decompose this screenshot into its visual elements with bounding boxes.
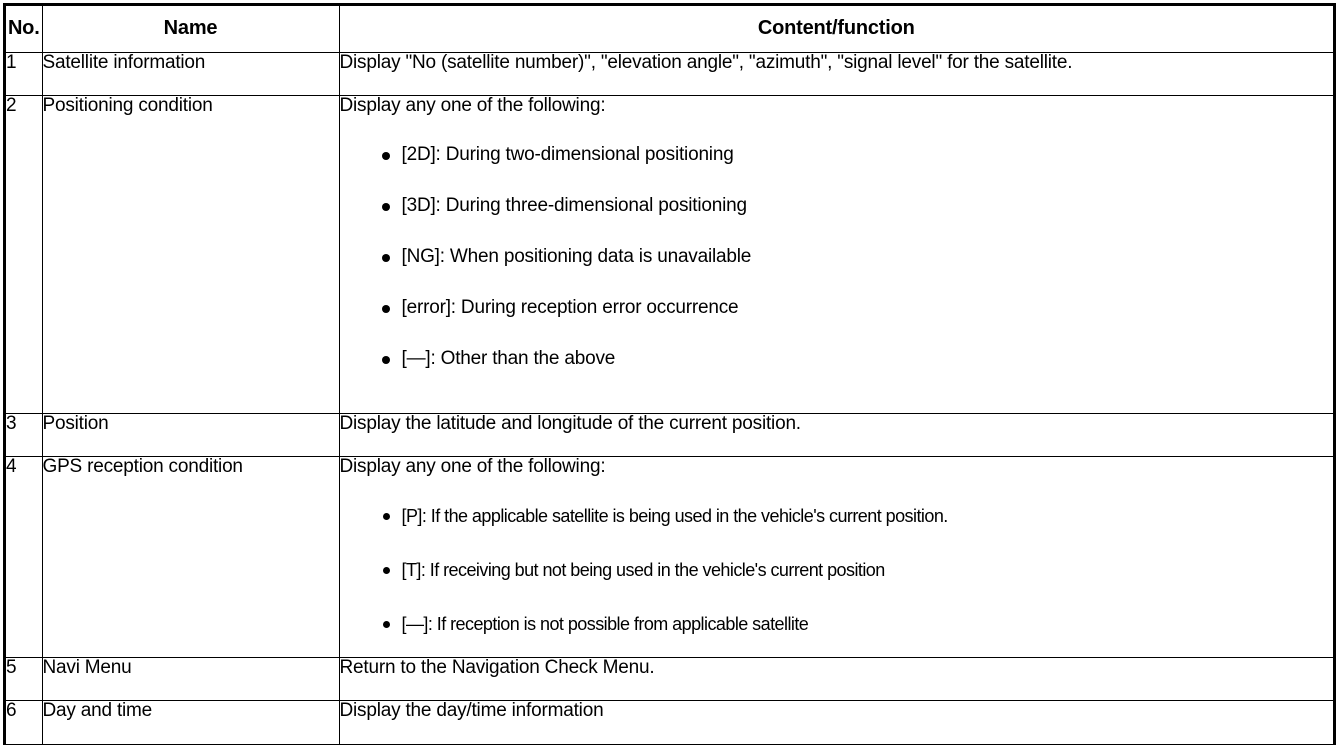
list-item-label: [2D]: During two-dimensional positioning bbox=[401, 144, 734, 165]
bullet-dot-icon bbox=[382, 513, 390, 520]
row-name: Positioning condition bbox=[41, 95, 340, 414]
table-row: 3 Position Display the latitude and long… bbox=[6, 413, 1333, 457]
row-number: 3 bbox=[6, 413, 43, 457]
content-lead-text: Return to the Navigation Check Menu. bbox=[339, 657, 655, 678]
list-item-label: [T]: If receiving but not being used in … bbox=[401, 559, 886, 580]
table-row: 1 Satellite information Display "No (sat… bbox=[6, 52, 1333, 96]
list-item: [—]: Other than the above bbox=[340, 347, 1334, 370]
row-content: Display the day/time information bbox=[338, 700, 1333, 744]
row-name: Day and time bbox=[41, 700, 340, 744]
content-lead-text: Display any one of the following: bbox=[339, 456, 606, 477]
content-lead-text: Display the latitude and longitude of th… bbox=[339, 413, 802, 434]
table-row: 2 Positioning condition Display any one … bbox=[6, 95, 1334, 414]
row-name: Position bbox=[41, 413, 340, 457]
row-content: Display any one of the following: [P]: I… bbox=[338, 456, 1334, 658]
list-item: [3D]: During three-dimensional positioni… bbox=[340, 194, 1334, 217]
row-number: 1 bbox=[6, 52, 43, 96]
spec-table-container: No. Name Content/function 1 Satellite in… bbox=[3, 3, 1336, 745]
column-header-content: Content/function bbox=[338, 6, 1333, 53]
list-item: [2D]: During two-dimensional positioning bbox=[340, 144, 1334, 166]
row-name: Satellite information bbox=[41, 52, 340, 96]
row-content: Display any one of the following: [2D]: … bbox=[338, 95, 1334, 414]
content-lead-text: Display any one of the following: bbox=[339, 95, 606, 116]
content-lead-text: Display "No (satellite number)", "elevat… bbox=[339, 52, 1073, 73]
content-bullet-list: [2D]: During two-dimensional positioning… bbox=[340, 144, 1334, 370]
column-header-no: No. bbox=[6, 6, 43, 53]
row-content: Display the latitude and longitude of th… bbox=[338, 413, 1333, 457]
list-item-label: [error]: During reception error occurren… bbox=[401, 296, 739, 318]
list-item-label: [3D]: During three-dimensional positioni… bbox=[401, 194, 748, 216]
list-item: [T]: If receiving but not being used in … bbox=[340, 559, 1334, 581]
content-lead-text: Display the day/time information bbox=[339, 700, 604, 721]
bullet-dot-icon bbox=[381, 202, 390, 211]
list-item: [NG]: When positioning data is unavailab… bbox=[340, 245, 1334, 268]
list-item: [P]: If the applicable satellite is bein… bbox=[340, 506, 1334, 527]
table-header-row: No. Name Content/function bbox=[6, 6, 1333, 53]
row-content: Return to the Navigation Check Menu. bbox=[338, 657, 1333, 701]
row-number: 4 bbox=[6, 456, 43, 658]
column-header-name: Name bbox=[41, 6, 340, 53]
bullet-dot-icon bbox=[381, 304, 390, 313]
table-row: 5 Navi Menu Return to the Navigation Che… bbox=[6, 657, 1333, 701]
bullet-dot-icon bbox=[381, 355, 390, 364]
row-name: GPS reception condition bbox=[41, 456, 340, 658]
table-row: 6 Day and time Display the day/time info… bbox=[6, 700, 1333, 744]
bullet-dot-icon bbox=[381, 152, 390, 160]
list-item: [error]: During reception error occurren… bbox=[340, 296, 1334, 319]
list-item-label: [NG]: When positioning data is unavailab… bbox=[401, 245, 752, 267]
row-number: 5 bbox=[6, 657, 43, 701]
row-number: 6 bbox=[6, 700, 43, 744]
bullet-dot-icon bbox=[382, 566, 390, 574]
list-item-label: [P]: If the applicable satellite is bein… bbox=[401, 506, 949, 526]
list-item-label: [—]: Other than the above bbox=[401, 347, 616, 369]
row-name: Navi Menu bbox=[41, 657, 340, 701]
list-item: [—]: If reception is not possible from a… bbox=[340, 613, 1334, 635]
list-item-label: [—]: If reception is not possible from a… bbox=[401, 613, 809, 634]
table-row: 4 GPS reception condition Display any on… bbox=[6, 456, 1334, 658]
spec-table: No. Name Content/function 1 Satellite in… bbox=[6, 6, 1333, 744]
row-content: Display "No (satellite number)", "elevat… bbox=[338, 52, 1333, 96]
content-bullet-list: [P]: If the applicable satellite is bein… bbox=[340, 506, 1334, 635]
bullet-dot-icon bbox=[381, 253, 390, 262]
bullet-dot-icon bbox=[382, 620, 390, 628]
row-number: 2 bbox=[6, 95, 43, 414]
